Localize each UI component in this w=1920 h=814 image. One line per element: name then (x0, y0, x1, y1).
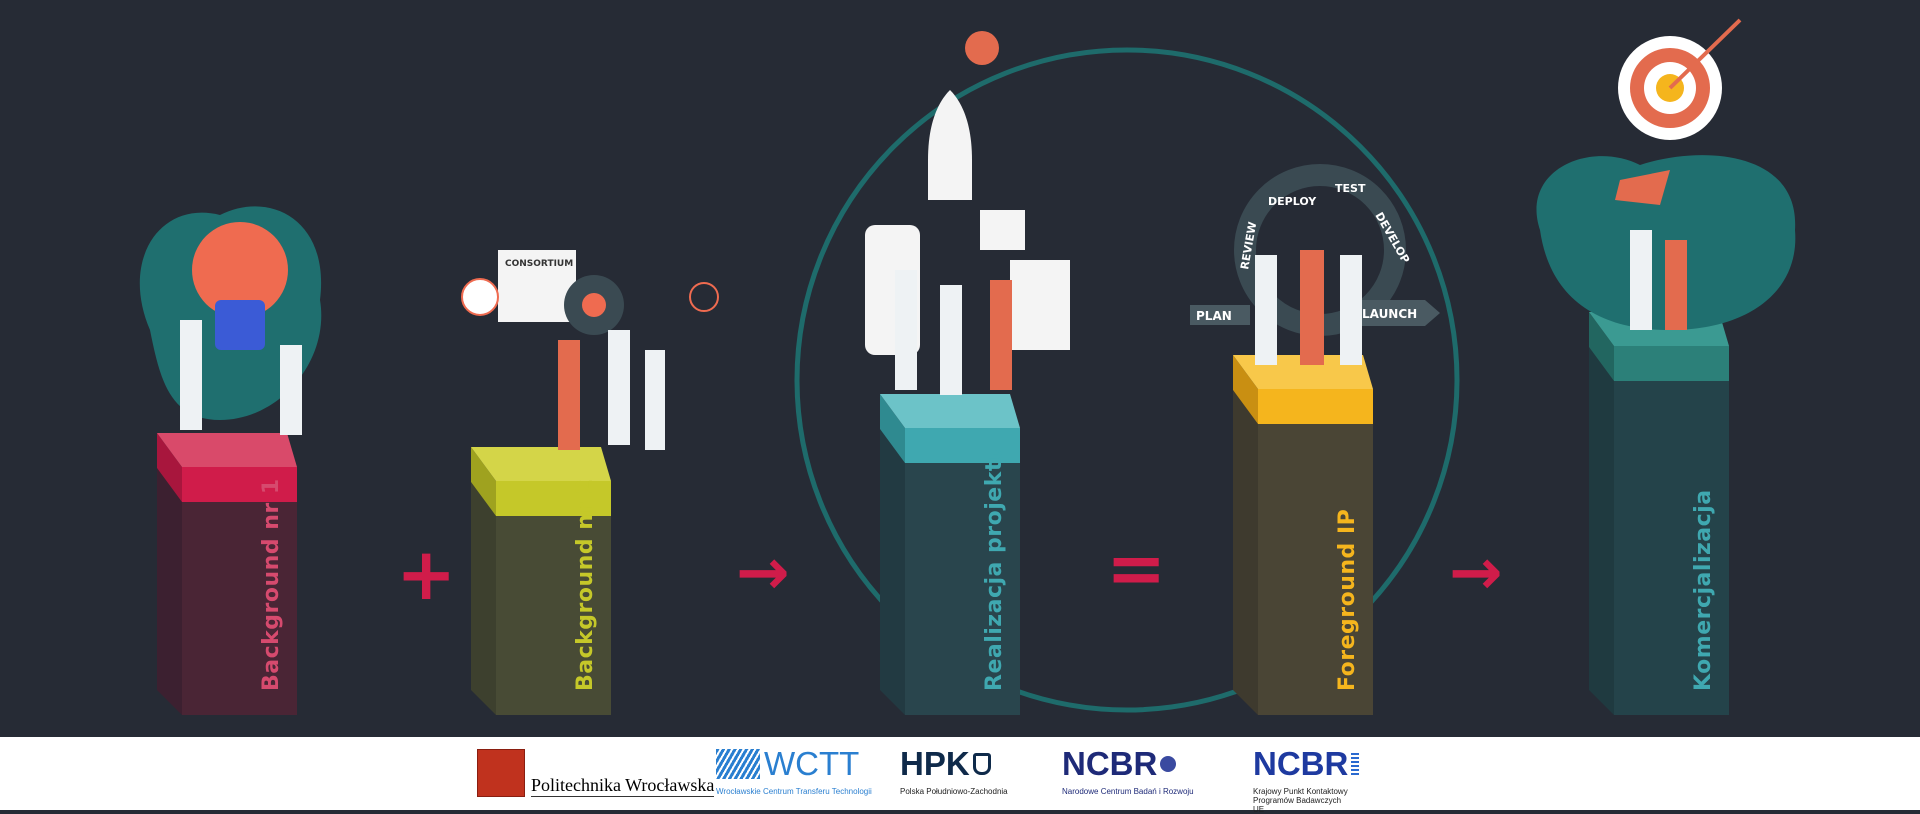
pillar-side-face (471, 482, 496, 715)
target-icon (461, 278, 499, 316)
scientist-figure (895, 270, 917, 390)
planet-icon (965, 31, 999, 65)
arrow-operator-2: → (1449, 536, 1503, 610)
pillar-cap-side (1233, 355, 1258, 424)
scientist-figure (990, 280, 1012, 390)
equals-operator: = (1106, 526, 1167, 610)
pillar-cap-top (471, 447, 611, 481)
plan-label: PLAN (1196, 309, 1232, 323)
scientist-figure (1300, 250, 1324, 365)
scientist-figure (180, 320, 202, 430)
ncbr-dna-icon (1351, 753, 1360, 775)
pillar-cap-front (1614, 346, 1729, 381)
launch-label: LAUNCH (1362, 307, 1417, 321)
pillar-cap-side (471, 447, 496, 516)
arrow-operator: → (736, 536, 790, 610)
ncbr-dot-icon (1160, 756, 1177, 772)
pillar-side-face (880, 429, 905, 715)
pillar-side-face (1233, 390, 1258, 715)
logo-name: WCTT (764, 745, 860, 782)
logo-name: NCBR (1253, 745, 1349, 782)
pillar-front-face (496, 516, 611, 715)
deploy-label: DEPLOY (1268, 195, 1317, 208)
pillar-cap-side (1589, 312, 1614, 381)
puzzle-icon (215, 300, 265, 350)
rocket-icon (928, 90, 972, 200)
pillar-label: Background nr 1 (259, 478, 284, 691)
pillar-label: Background nr 2 (573, 478, 598, 691)
scientist-figure (940, 285, 962, 395)
person-figure (608, 330, 630, 445)
pillar-front-face (905, 463, 1020, 715)
logo-subtitle: Polska Południowo-Zachodnia (900, 787, 1008, 796)
arrow-icon (1668, 18, 1742, 90)
chart-card (980, 210, 1025, 250)
footer-logos: Politechnika Wrocławska WCTT Wrocławskie… (0, 737, 1920, 814)
pillar-cap-top (157, 433, 297, 467)
person-figure (1630, 230, 1652, 330)
person-figure (645, 350, 665, 450)
pillar-label: Realizacja projektu (982, 443, 1007, 691)
pillar-cap-front (905, 428, 1020, 463)
logo-name: NCBR (1062, 745, 1158, 782)
plan-arrow (1190, 305, 1250, 325)
pillar-cap-front (1258, 389, 1373, 424)
check-icon (582, 293, 606, 317)
pillar-front-face (182, 502, 297, 715)
test-label: TEST (1335, 182, 1366, 195)
pillar-label: Foreground IP (1335, 508, 1360, 691)
highlight-circle (794, 47, 1460, 713)
pillar-cap-front (496, 481, 611, 516)
scientist-figure (1255, 255, 1277, 365)
pillar-side-face (1589, 347, 1614, 715)
pillar-label: Komercjalizacja (1691, 489, 1716, 691)
scientist-figure (1340, 255, 1362, 365)
pillar-cap-side (880, 394, 905, 463)
pillar-side-face (157, 468, 182, 715)
politechnika-crest-icon (477, 749, 525, 797)
person-figure (1665, 240, 1687, 330)
consortium-document (498, 250, 576, 322)
wctt-stripes-icon (716, 749, 760, 779)
pillar-cap-front (182, 467, 297, 502)
logo-ncbr-kpk: NCBR Krajowy Punkt Kontaktowy Programów … (1253, 745, 1360, 814)
logo-wctt: WCTT Wrocławskie Centrum Transferu Techn… (716, 747, 872, 796)
flag-icon (1615, 170, 1670, 205)
pillar-front-face (1614, 381, 1729, 715)
star-icon (689, 282, 719, 312)
launch-arrow (1345, 300, 1440, 326)
pillar-cap-side (157, 433, 182, 502)
logo-name: HPK (900, 745, 970, 782)
logo-hpk: HPK Polska Południowo-Zachodnia (900, 745, 1008, 797)
person-figure (558, 340, 580, 450)
logo-subtitle: Wrocławskie Centrum Transferu Technologi… (716, 787, 872, 796)
logo-subtitle: Narodowe Centrum Badań i Rozwoju (1062, 787, 1194, 796)
logo-ncbr: NCBR Narodowe Centrum Badań i Rozwoju (1062, 745, 1194, 797)
scientist-figure (280, 345, 302, 435)
plus-operator: + (396, 532, 457, 616)
hpk-shield-icon (972, 753, 991, 775)
consortium-label: CONSORTIUM (505, 259, 573, 269)
pillar-front-face (1258, 424, 1373, 715)
logo-name: Politechnika Wrocławska (531, 775, 715, 797)
lightbulb-icon (192, 222, 288, 318)
pillar-cap-top (880, 394, 1020, 428)
chart-card (1010, 260, 1070, 350)
logo-politechnika: Politechnika Wrocławska (477, 749, 715, 797)
